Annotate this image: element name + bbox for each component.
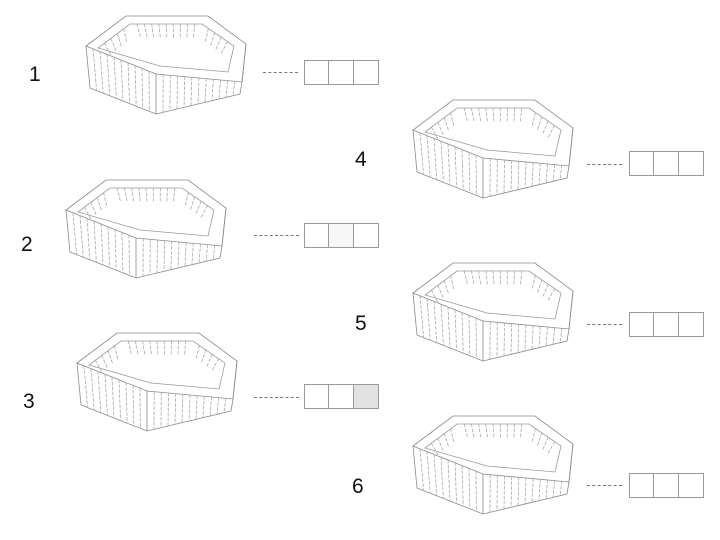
answer-box-group [629, 151, 704, 176]
hexagonal-basket-icon [412, 262, 574, 362]
hexagonal-basket-icon [65, 179, 227, 279]
answer-box-group [304, 384, 379, 409]
dashed-connector [587, 324, 622, 325]
answer-box[interactable] [304, 384, 329, 409]
dashed-connector [254, 235, 299, 236]
hexagonal-basket-icon [412, 415, 574, 515]
dashed-connector [254, 397, 299, 398]
answer-box[interactable] [629, 312, 654, 337]
answer-box[interactable] [654, 151, 679, 176]
answer-box[interactable] [354, 223, 379, 248]
answer-box[interactable] [304, 223, 329, 248]
answer-box[interactable] [329, 384, 354, 409]
answer-box-group [629, 473, 704, 498]
answer-box[interactable] [329, 223, 354, 248]
answer-box[interactable] [629, 473, 654, 498]
hexagonal-basket-icon [412, 99, 574, 199]
answer-box[interactable] [304, 60, 329, 85]
hexagonal-basket-icon [85, 15, 247, 115]
answer-box-group [629, 312, 704, 337]
item-number-label: 1 [29, 63, 41, 86]
basket-figure [409, 408, 579, 521]
hexagonal-basket-icon [76, 332, 238, 432]
item-number-label: 3 [23, 390, 35, 413]
answer-box[interactable] [679, 312, 704, 337]
answer-box[interactable] [679, 151, 704, 176]
answer-box-group [304, 60, 379, 85]
dashed-connector [587, 485, 622, 486]
item-number-label: 5 [355, 312, 367, 335]
basket-figure [82, 8, 252, 121]
answer-box[interactable] [629, 151, 654, 176]
answer-box[interactable] [354, 384, 379, 409]
dashed-connector [263, 72, 298, 73]
answer-box[interactable] [329, 60, 354, 85]
basket-figure [409, 92, 579, 205]
item-number-label: 2 [21, 233, 33, 256]
basket-figure [409, 255, 579, 368]
basket-figure [73, 325, 243, 438]
basket-figure [62, 172, 232, 285]
dashed-connector [587, 164, 622, 165]
item-number-label: 6 [352, 475, 364, 498]
answer-box[interactable] [654, 473, 679, 498]
answer-box[interactable] [679, 473, 704, 498]
item-number-label: 4 [355, 148, 367, 171]
answer-box[interactable] [654, 312, 679, 337]
answer-box[interactable] [354, 60, 379, 85]
answer-box-group [304, 223, 379, 248]
